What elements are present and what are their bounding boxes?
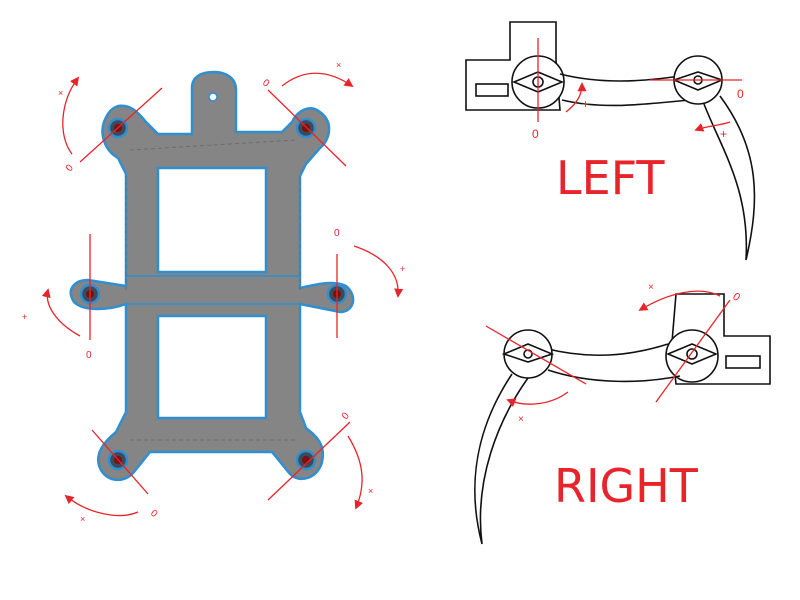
- left-femur-arrow: [694, 121, 731, 132]
- front-right-servo-axis: [267, 89, 347, 167]
- left-leg-diagram: [465, 21, 756, 261]
- left-servo-bracket: [465, 21, 561, 111]
- right-coxa-hub: [665, 329, 719, 383]
- mid-left-direction-label: +: [22, 312, 27, 322]
- rear-right-screw-center: [302, 456, 310, 464]
- left-coxa-link: [559, 73, 691, 107]
- mid-right-rotation-arrow: [353, 245, 404, 298]
- right-coxa-horn: [665, 343, 719, 365]
- right-coxa-pin: [686, 348, 698, 360]
- left-coxa-plus-label: +: [582, 97, 589, 111]
- rear-left-rotation-arrow: [64, 494, 139, 517]
- rear-right-direction-label: ×: [368, 486, 373, 496]
- mid-left-rotation-arrow: [41, 288, 81, 337]
- mid-left-zero-label: 0: [86, 350, 92, 361]
- right-femur-arrow: [506, 391, 569, 407]
- top-hole: [208, 92, 218, 102]
- right-femur-hub: [503, 329, 553, 379]
- left-bracket-slot: [475, 83, 509, 97]
- left-coxa-zero-label: 0: [532, 127, 539, 141]
- right-coxa-arrow: [638, 290, 721, 311]
- front-right-screw-center: [302, 124, 310, 132]
- right-coxa-zero-label: 0: [730, 291, 742, 304]
- rear-left-servo-axis: [91, 429, 149, 495]
- left-leg-annotations: [537, 38, 742, 132]
- rear-left-direction-label: ×: [80, 514, 85, 524]
- front-right-zero-label: 0: [260, 77, 271, 89]
- front-right-rotation-arrow: [281, 72, 354, 88]
- left-coxa-arrow: [565, 82, 587, 113]
- front-left-servo-axis: [79, 87, 163, 163]
- frame-cross-bar: [126, 275, 300, 305]
- right-title: RIGHT: [554, 459, 699, 513]
- rear-left-zero-label: 0: [148, 508, 160, 520]
- right-femur-mark-label: ×: [518, 414, 524, 425]
- rear-right-zero-label: 0: [340, 410, 352, 422]
- right-femur-axis: [485, 325, 587, 385]
- right-leg-diagram: [474, 293, 771, 545]
- rear-right-rotation-arrow: [347, 435, 363, 510]
- front-left-direction-label: ×: [58, 88, 63, 98]
- right-coxa-axis: [655, 299, 731, 403]
- right-femur-horn: [501, 343, 555, 363]
- right-leg-annotations: [485, 290, 731, 407]
- right-tibia: [474, 373, 529, 545]
- front-left-zero-label: 0: [64, 162, 76, 174]
- mid-right-zero-label: 0: [334, 228, 340, 239]
- right-bracket-slot: [725, 355, 761, 369]
- front-right-direction-label: ×: [336, 60, 341, 70]
- body-frame: [69, 70, 355, 481]
- rear-right-servo-axis: [267, 421, 351, 501]
- left-femur-zero-label: 0: [737, 87, 744, 101]
- right-coxa-mark-label: ×: [648, 282, 654, 293]
- front-left-rotation-arrow: [62, 76, 80, 155]
- left-title: LEFT: [556, 151, 665, 205]
- left-femur-plus-label: +: [720, 127, 727, 141]
- right-coxa-link: [543, 343, 681, 383]
- mid-right-direction-label: +: [400, 264, 405, 274]
- left-tibia: [703, 95, 756, 261]
- left-coxa-horn: [511, 71, 565, 93]
